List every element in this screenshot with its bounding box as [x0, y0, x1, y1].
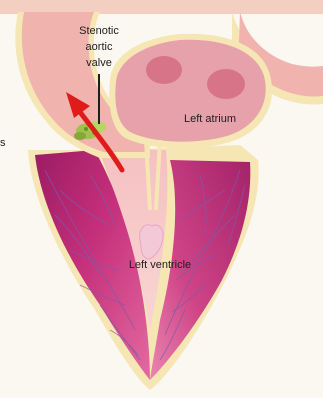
- cropped-side-label: s: [0, 137, 6, 149]
- label-left-atrium: Left atrium: [184, 113, 236, 125]
- label-aortic: aortic: [86, 41, 113, 53]
- label-left-ventricle: Left ventricle: [129, 259, 191, 271]
- atrium-spot-left: [146, 56, 182, 84]
- label-valve: valve: [86, 57, 112, 69]
- left-atrium: [115, 40, 265, 142]
- label-stenotic: Stenotic: [79, 25, 119, 37]
- atrium-spot-right: [207, 69, 245, 99]
